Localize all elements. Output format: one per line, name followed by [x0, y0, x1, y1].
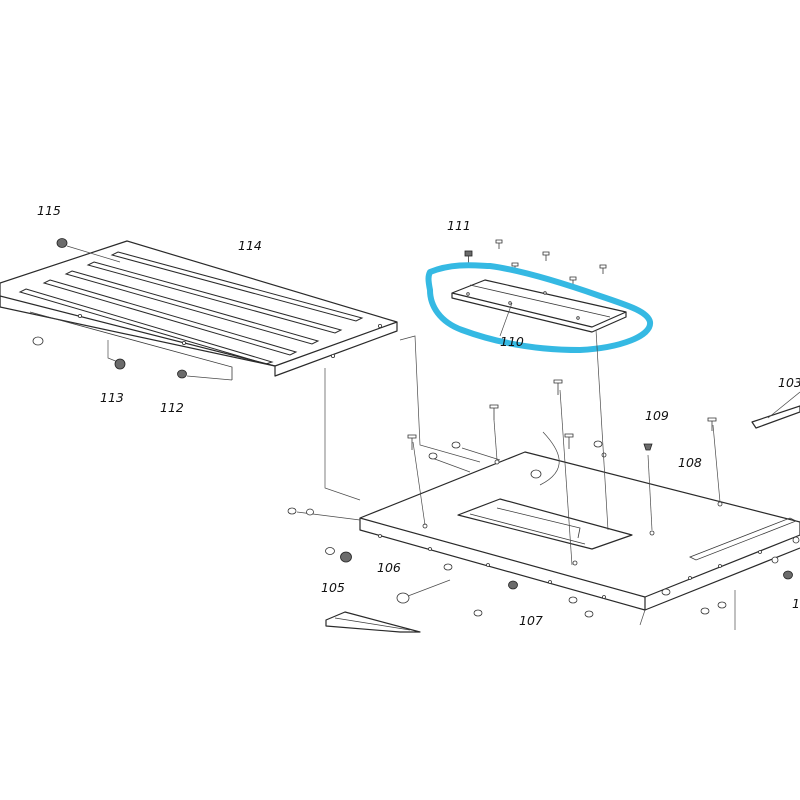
plate-screws-icon: [287, 379, 800, 618]
washer-left-icon: [32, 336, 44, 346]
callout-110: 110: [500, 334, 524, 349]
callout-103: 103: [778, 375, 800, 390]
callout-105: 105: [321, 580, 345, 595]
nut-115-icon: [56, 238, 121, 263]
callout-108: 108: [678, 455, 702, 470]
part-103-strip: [751, 391, 800, 429]
callout-107: 107: [519, 613, 543, 628]
part-108-main-plate: [359, 451, 800, 611]
callout-114: 114: [238, 238, 262, 253]
part-114-side-table: [0, 240, 398, 380]
callout-1xx-partial: 1: [792, 596, 800, 611]
nut-105-icon: [340, 551, 352, 563]
callout-113: 113: [100, 390, 124, 405]
part-110-highlight: [425, 262, 653, 353]
bolt-106-icon: [396, 579, 451, 604]
nut-113-icon: [107, 340, 126, 370]
callout-112: 112: [160, 400, 184, 415]
screw-109-icon: [643, 443, 653, 451]
callout-109: 109: [645, 408, 669, 423]
bottom-rail-fragment: [325, 611, 421, 633]
nut-112-icon: [177, 369, 233, 381]
assembly-leaders: [296, 329, 736, 630]
part-110-rail: [451, 279, 627, 337]
callout-106: 106: [377, 560, 401, 575]
callout-115: 115: [37, 203, 61, 218]
callout-111: 111: [447, 218, 471, 233]
nut-right-icon: [783, 570, 793, 580]
nut-107-icon: [508, 580, 518, 590]
